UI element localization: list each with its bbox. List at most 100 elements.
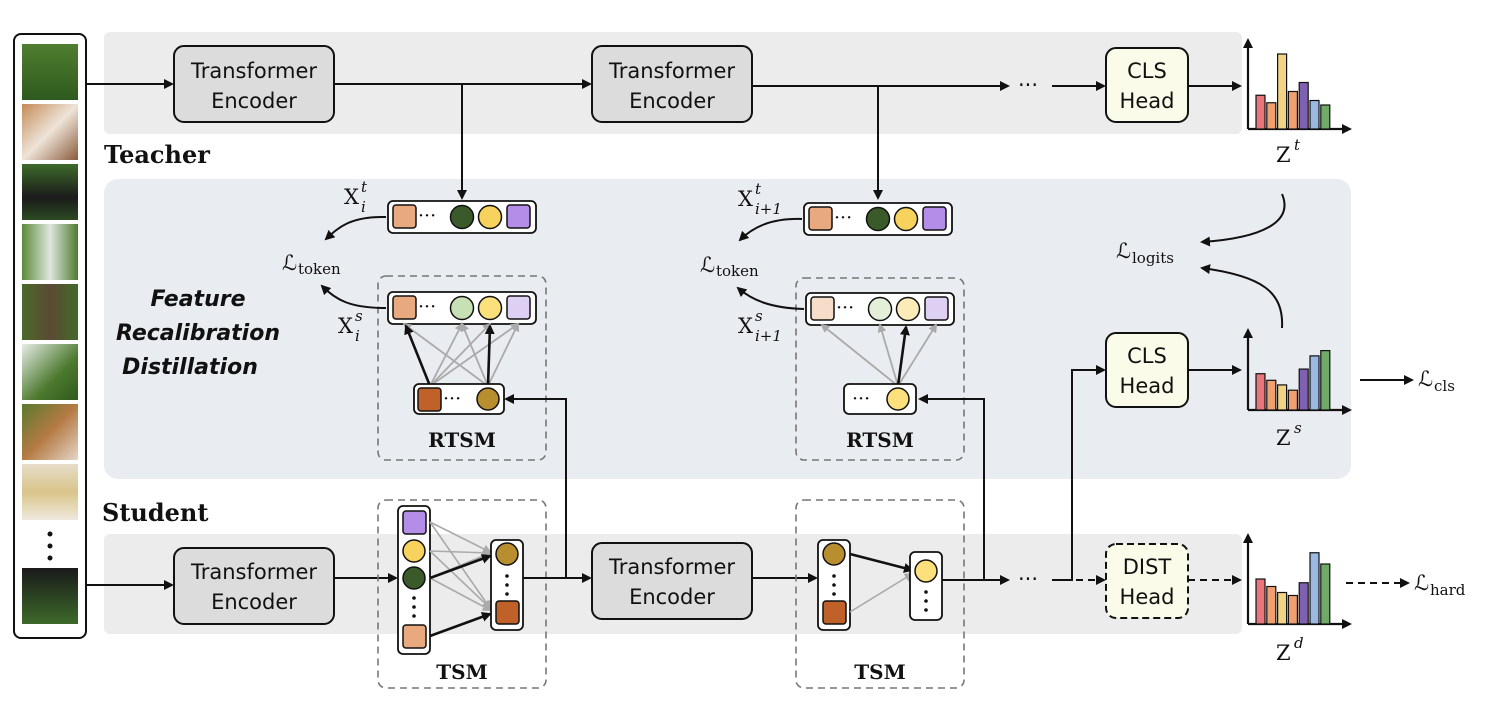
arrow <box>324 215 387 241</box>
loss-logits: ℒ logits <box>1116 239 1174 267</box>
svg-text:i: i <box>355 327 360 345</box>
histogram-bar <box>1276 53 1288 130</box>
tsm-right-output-column <box>909 551 943 621</box>
svg-text:Head: Head <box>1120 585 1175 609</box>
input-patch <box>22 404 78 460</box>
svg-text:Transformer: Transformer <box>190 560 317 584</box>
svg-text:i: i <box>361 198 366 216</box>
svg-text:CLS: CLS <box>1127 344 1167 368</box>
loss-token-right: ℒ token <box>700 253 759 280</box>
teacher-cls-head: CLS Head <box>1105 47 1189 123</box>
svg-text:ℒ: ℒ <box>282 251 297 275</box>
svg-text:X: X <box>344 185 359 209</box>
token-square <box>810 296 835 321</box>
token-circle <box>893 206 919 232</box>
arrow <box>404 324 432 387</box>
svg-text:Transformer: Transformer <box>608 59 735 83</box>
loss-hard: ℒ hard <box>1414 571 1466 599</box>
input-patch <box>22 44 78 100</box>
tsm-module-left <box>377 499 547 689</box>
token-square <box>924 296 949 321</box>
svg-text:d: d <box>1294 634 1304 652</box>
svg-text:X: X <box>738 187 753 211</box>
histogram-bar <box>1266 102 1277 130</box>
token-square <box>402 510 427 535</box>
ellipsis-dot <box>47 555 53 561</box>
arrow <box>1200 193 1286 247</box>
x-teacher-i-label: X t i <box>344 178 368 216</box>
input-patch <box>22 284 78 340</box>
histogram-bar <box>1287 594 1299 625</box>
histogram-bar <box>1298 368 1309 411</box>
arrow <box>1200 264 1284 329</box>
student-encoder-2: Transformer Encoder <box>591 542 753 620</box>
svg-text:Transformer: Transformer <box>190 59 317 83</box>
histogram-bar <box>1276 384 1288 411</box>
ellipsis: ··· <box>1018 73 1038 97</box>
histogram-bar <box>1298 81 1309 130</box>
ellipsis-dot <box>924 590 928 594</box>
axis-arrowhead <box>1243 533 1253 543</box>
svg-text:s: s <box>755 307 763 325</box>
ellipsis-dot <box>924 608 928 612</box>
svg-text:t: t <box>1294 136 1301 154</box>
token-square <box>506 204 531 229</box>
token-square <box>922 206 947 231</box>
token-circle <box>477 295 503 321</box>
histogram-bar <box>1320 350 1331 411</box>
axis-arrowhead <box>1342 405 1352 415</box>
svg-text:Encoder: Encoder <box>629 89 715 113</box>
svg-text:i+1: i+1 <box>755 327 782 345</box>
z-student-label: Z s <box>1276 419 1302 450</box>
rtsm-left-connections <box>402 322 520 387</box>
arrow <box>429 554 492 580</box>
teacher-histogram <box>1243 38 1352 134</box>
svg-text:hard: hard <box>1430 581 1466 599</box>
dist-histogram <box>1243 533 1352 629</box>
arrow <box>484 324 495 387</box>
token-square <box>417 387 442 412</box>
tsm-right-connection <box>849 572 914 613</box>
token-square <box>392 295 417 320</box>
histogram-bar <box>1266 585 1277 625</box>
token-square <box>808 206 833 231</box>
teacher-encoder-2: Transformer Encoder <box>591 45 753 123</box>
histogram-bar <box>1255 578 1266 625</box>
student-cls-head: CLS Head <box>1105 332 1189 408</box>
teacher-label: Teacher <box>104 140 210 169</box>
ellipsis-dot <box>412 596 416 600</box>
student-histogram <box>1243 328 1352 415</box>
arrow <box>320 284 387 309</box>
z-teacher-label: Z t <box>1276 136 1301 167</box>
svg-text:s: s <box>355 307 363 325</box>
rtsm-left-token-row: ··· <box>413 383 505 415</box>
ellipsis-dot <box>832 583 836 587</box>
rtsm-right-token-row: ··· <box>843 383 917 415</box>
svg-text:t: t <box>361 178 368 196</box>
x-student-i-label: X s i <box>338 307 363 345</box>
svg-text:X: X <box>338 314 353 338</box>
arrow <box>738 217 803 242</box>
svg-text:Encoder: Encoder <box>629 585 715 609</box>
x-student-i1-label: X s i+1 <box>738 307 782 345</box>
tsm-left-input-column <box>397 505 431 655</box>
ellipsis-dot <box>412 614 416 618</box>
ellipsis-dot <box>924 599 928 603</box>
input-patch <box>22 224 78 280</box>
histogram-bar <box>1309 355 1320 411</box>
token-circle <box>476 387 500 411</box>
svg-text:Z: Z <box>1276 426 1291 450</box>
input-patch <box>22 344 78 400</box>
ellipsis: ··· <box>834 207 852 229</box>
histogram-bar <box>1255 373 1266 411</box>
loss-cls: ℒ cls <box>1418 367 1455 395</box>
svg-text:Z: Z <box>1276 641 1291 665</box>
token-circle <box>402 566 426 590</box>
svg-text:CLS: CLS <box>1127 59 1167 83</box>
token-circle <box>477 204 503 230</box>
input-patch <box>22 164 78 220</box>
ellipsis-dot <box>505 592 509 596</box>
ellipsis: ··· <box>836 297 854 319</box>
svg-text:ℒ: ℒ <box>1418 367 1433 391</box>
